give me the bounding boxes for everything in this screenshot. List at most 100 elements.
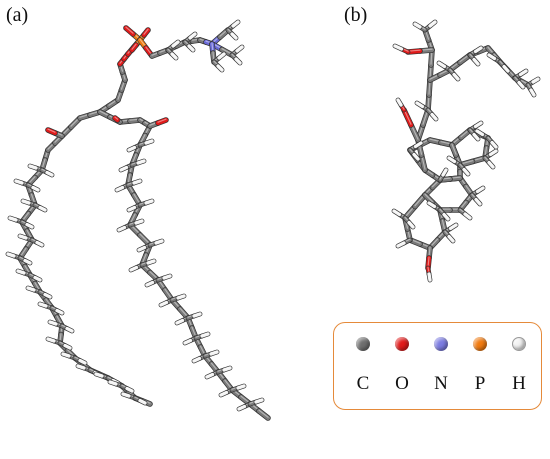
bond-highlight <box>34 276 41 280</box>
bond <box>449 142 459 158</box>
legend-item-carbon: C <box>348 331 378 395</box>
bond-highlight <box>44 293 51 297</box>
bond <box>518 69 528 77</box>
bond-highlight <box>171 52 177 58</box>
bond-highlight <box>66 327 73 331</box>
bond <box>529 88 536 97</box>
bond <box>78 358 87 365</box>
bond-highlight <box>416 101 424 107</box>
bond-highlight <box>56 309 63 313</box>
bond-highlight <box>19 234 27 238</box>
bond <box>127 145 137 152</box>
bond <box>121 392 131 398</box>
bond <box>413 141 423 149</box>
bond <box>474 197 482 206</box>
carbon-atom-icon <box>356 337 370 351</box>
bond <box>407 220 415 229</box>
bond <box>38 302 48 308</box>
bond-highlight <box>476 186 484 192</box>
bond <box>427 272 432 282</box>
bond <box>31 185 40 192</box>
bond <box>6 252 16 258</box>
bond <box>517 80 525 89</box>
bond <box>256 408 271 421</box>
bond-highlight <box>473 133 479 139</box>
bond-highlight <box>95 372 103 376</box>
bond <box>125 386 134 393</box>
bond-highlight <box>231 32 237 38</box>
bond-highlight <box>489 149 497 155</box>
bond <box>25 222 34 229</box>
bond <box>427 201 437 209</box>
bond-highlight <box>32 186 39 190</box>
bond <box>475 129 485 137</box>
bond <box>473 121 483 129</box>
bond <box>65 326 74 333</box>
bond-highlight <box>122 392 130 396</box>
bond <box>392 209 402 217</box>
bond <box>205 372 215 379</box>
bond-highlight <box>236 45 243 51</box>
bond <box>472 132 480 141</box>
bond-highlight <box>146 281 154 285</box>
bond-highlight <box>475 198 481 204</box>
bond-highlight <box>532 77 539 82</box>
bond-highlight <box>443 213 449 219</box>
legend-label-phosphorus: P <box>474 373 486 394</box>
bond-highlight <box>188 44 194 50</box>
bond-highlight <box>427 256 430 268</box>
bond <box>430 112 438 121</box>
bond-highlight <box>29 164 37 168</box>
bond-highlight <box>24 259 31 263</box>
bond <box>447 234 455 243</box>
bond-highlight <box>77 364 85 368</box>
bond <box>38 205 47 212</box>
bond <box>162 274 172 280</box>
bond <box>473 46 483 54</box>
bond <box>61 352 71 358</box>
bond <box>176 294 186 300</box>
bond-highlight <box>39 206 46 210</box>
bond-highlight <box>163 274 171 278</box>
legend-item-hydrogen: H <box>504 331 534 395</box>
bond-highlight <box>237 384 245 388</box>
nitrogen-atom-icon <box>434 337 448 351</box>
bond-highlight <box>255 398 263 402</box>
bond-highlight <box>201 332 209 336</box>
bond-highlight <box>258 409 269 418</box>
bond <box>209 350 219 356</box>
bond <box>236 384 246 390</box>
bond <box>462 167 470 176</box>
bond-highlight <box>218 52 225 58</box>
bond-highlight <box>473 58 479 64</box>
legend-item-phosphorus: P <box>465 331 495 395</box>
bond <box>188 32 197 40</box>
atom-legend: C O N P H <box>333 322 542 410</box>
bond-highlight <box>128 146 136 150</box>
bond <box>475 186 485 194</box>
bond <box>487 53 497 61</box>
bond <box>442 212 450 221</box>
bond-highlight <box>503 65 509 71</box>
hydrogen-atom-icon <box>512 337 526 351</box>
bond-highlight <box>64 344 71 348</box>
bond <box>428 20 437 28</box>
phosphorus-atom-icon <box>473 337 487 351</box>
bond <box>490 140 498 149</box>
panel-label-b: (b) <box>344 4 368 26</box>
bond <box>159 300 169 307</box>
bond <box>396 98 403 107</box>
bond <box>129 265 139 272</box>
bond-highlight <box>393 209 401 215</box>
bond-highlight <box>7 252 15 256</box>
bond <box>33 275 42 282</box>
bond <box>8 216 18 222</box>
bond <box>463 212 472 220</box>
bond-highlight <box>15 179 23 183</box>
bond-highlight <box>235 57 241 63</box>
bond <box>422 192 435 205</box>
bond <box>28 164 38 170</box>
bond-highlight <box>193 357 201 361</box>
bond <box>16 269 26 275</box>
